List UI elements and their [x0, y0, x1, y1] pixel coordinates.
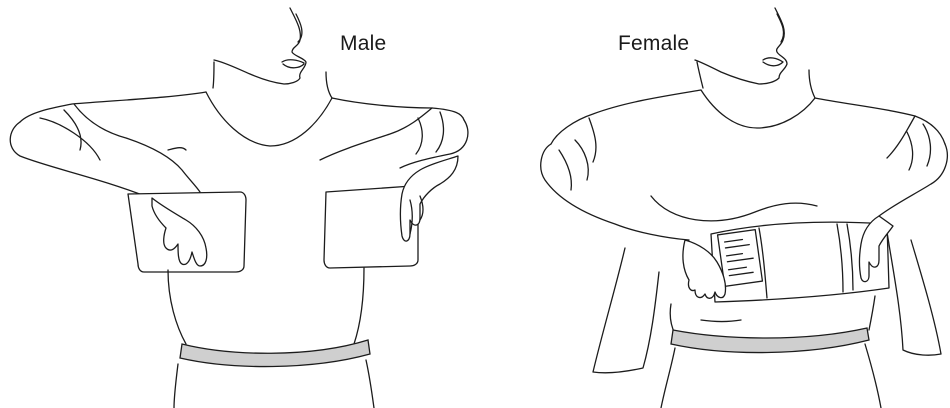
female-mouth — [763, 58, 783, 66]
female-bust — [651, 196, 817, 221]
female-waist-mark — [701, 320, 741, 322]
male-figure — [0, 0, 475, 408]
female-shoulders — [551, 90, 945, 144]
female-left-sleeve — [559, 140, 588, 190]
female-right-sleeve — [907, 124, 930, 170]
female-right-drape — [887, 232, 941, 355]
male-right-hand — [401, 156, 459, 241]
female-neck — [697, 62, 815, 98]
female-skirt — [661, 344, 881, 408]
female-belt — [671, 328, 869, 353]
female-face — [695, 8, 787, 84]
male-panel: Male — [0, 0, 475, 408]
female-label: Female — [618, 32, 689, 56]
male-collar — [206, 92, 332, 146]
male-pants — [174, 360, 374, 408]
female-collar — [701, 90, 815, 128]
male-left-sleeve — [40, 110, 100, 160]
male-belt — [180, 340, 370, 367]
male-torso — [168, 268, 364, 344]
male-face — [214, 8, 306, 84]
female-left-drape — [593, 248, 659, 373]
female-waist — [670, 296, 875, 334]
female-left-arm — [541, 118, 689, 240]
male-label: Male — [340, 32, 386, 56]
male-mouth — [282, 60, 304, 68]
male-neck — [213, 62, 332, 98]
female-panel: Female — [475, 0, 950, 408]
male-chest-mark — [168, 148, 186, 150]
female-figure — [475, 0, 950, 408]
male-right-arm — [320, 108, 468, 168]
